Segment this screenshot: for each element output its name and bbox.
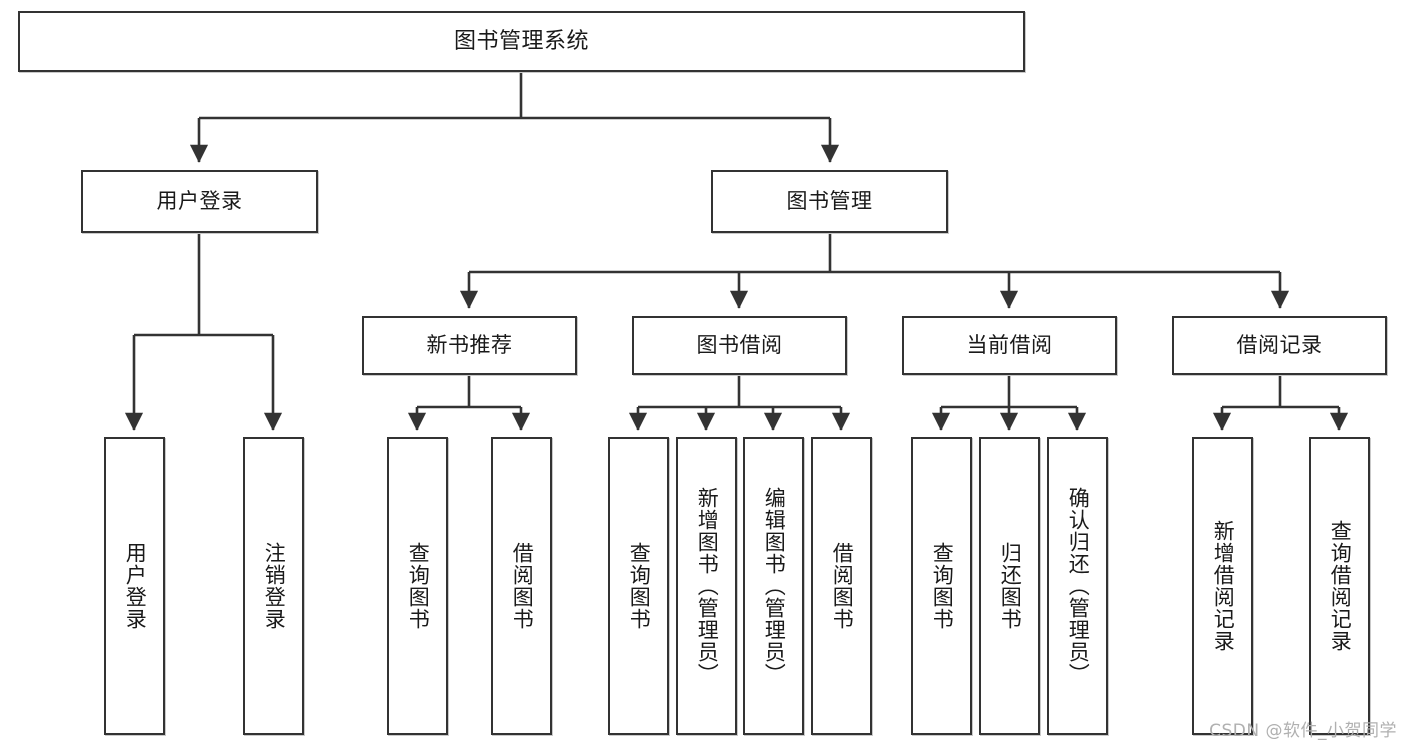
leaf-current-borrow-return-book[interactable]: 归还图书 (979, 437, 1040, 735)
leaf-new-book-borrow-book[interactable]: 借阅图书 (491, 437, 552, 735)
leaf-book-borrow-add-book-admin[interactable]: 新增图书（管理员） (676, 437, 737, 735)
leaf-user-login-sign-out[interactable]: 注销登录 (243, 437, 304, 735)
node-user-login[interactable]: 用户登录 (81, 170, 318, 233)
node-borrow-record[interactable]: 借阅记录 (1172, 316, 1387, 375)
node-label: 查询图书 (930, 542, 955, 630)
leaf-current-borrow-query-book[interactable]: 查询图书 (911, 437, 972, 735)
node-label: 借阅记录 (1236, 333, 1323, 358)
node-label: 归还图书 (998, 542, 1023, 630)
leaf-book-borrow-edit-book-admin[interactable]: 编辑图书（管理员） (743, 437, 804, 735)
node-label: 确认归还（管理员） (1066, 487, 1091, 685)
leaf-new-book-query-book[interactable]: 查询图书 (387, 437, 448, 735)
node-label: 新增图书（管理员） (695, 487, 720, 685)
node-label: 查询图书 (406, 542, 431, 630)
node-label: 注销登录 (262, 542, 287, 630)
node-label: 查询借阅记录 (1328, 520, 1353, 652)
node-label: 图书管理 (786, 189, 873, 214)
node-label: 编辑图书（管理员） (762, 487, 787, 685)
node-book-management[interactable]: 图书管理 (711, 170, 948, 233)
node-label: 查询图书 (627, 542, 652, 630)
leaf-user-login-sign-in[interactable]: 用户登录 (104, 437, 165, 735)
node-label: 借阅图书 (510, 542, 535, 630)
leaf-book-borrow-query-book[interactable]: 查询图书 (608, 437, 669, 735)
leaf-borrow-record-add-record[interactable]: 新增借阅记录 (1192, 437, 1253, 735)
node-label: 图书管理系统 (453, 28, 589, 54)
node-current-borrow[interactable]: 当前借阅 (902, 316, 1117, 375)
leaf-book-borrow-borrow-book[interactable]: 借阅图书 (811, 437, 872, 735)
leaf-current-borrow-confirm-return-admin[interactable]: 确认归还（管理员） (1047, 437, 1108, 735)
node-new-book-recommendation[interactable]: 新书推荐 (362, 316, 577, 375)
node-label: 新增借阅记录 (1211, 520, 1236, 652)
node-label: 用户登录 (123, 542, 148, 630)
node-book-borrow[interactable]: 图书借阅 (632, 316, 847, 375)
node-label: 用户登录 (156, 189, 243, 214)
node-label: 图书借阅 (696, 333, 783, 358)
node-label: 新书推荐 (426, 333, 513, 358)
node-label: 借阅图书 (830, 542, 855, 630)
leaf-borrow-record-query-record[interactable]: 查询借阅记录 (1309, 437, 1370, 735)
node-root-book-management-system[interactable]: 图书管理系统 (18, 11, 1025, 72)
node-label: 当前借阅 (966, 333, 1053, 358)
